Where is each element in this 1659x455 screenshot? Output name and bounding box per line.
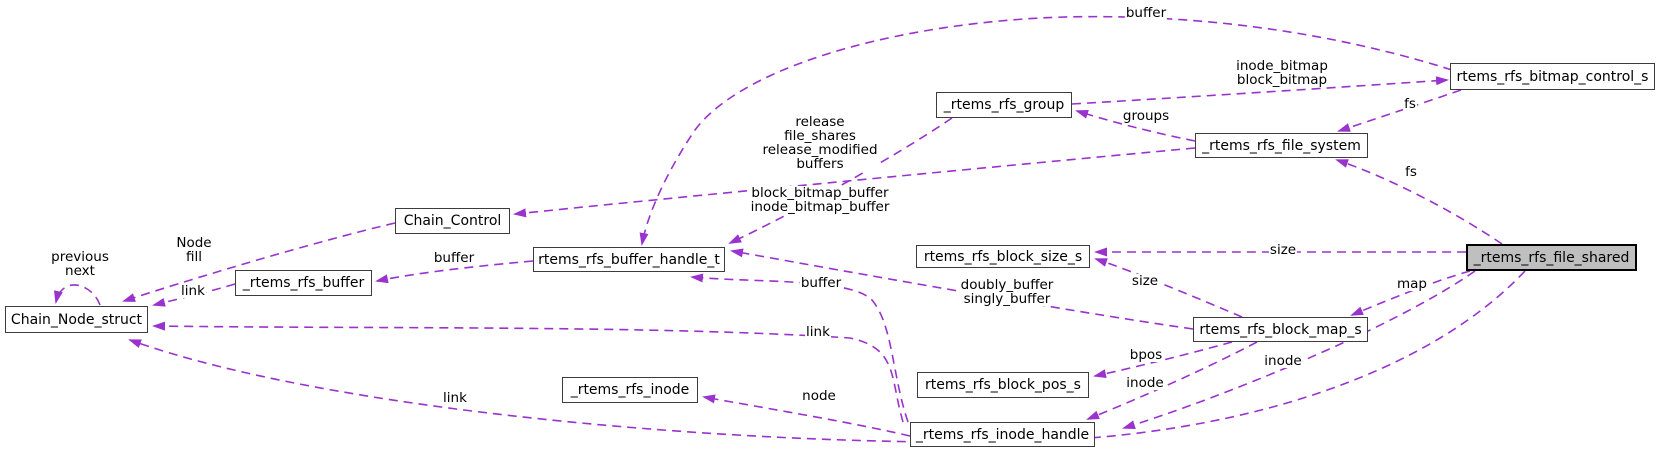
edge-block-map-buffer-handle xyxy=(730,248,1194,330)
edge-label-file-shared-block-size: size xyxy=(1268,242,1298,258)
edge-label-bitmap-control-file-system: fs xyxy=(1403,96,1417,112)
edge-block-map-inode-handle xyxy=(1086,341,1258,420)
edge-buffer-handle-rtems-rfs-buffer xyxy=(375,260,534,284)
edge-file-system-group xyxy=(1075,110,1196,142)
edge-inode-handle-buffer-handle xyxy=(690,273,909,423)
node-block-size[interactable]: rtems_rfs_block_size_s xyxy=(916,245,1090,268)
edge-label-inode-handle-buffer-handle: buffer xyxy=(799,275,843,291)
edge-block-map-block-pos xyxy=(1093,341,1233,379)
edge-label-file-system-chain-control: release file_shares release_modified buf… xyxy=(761,114,879,172)
node-group[interactable]: _rtems_rfs_group xyxy=(936,92,1072,118)
edge-label-rtems-rfs-buffer-chain-node-struct: link xyxy=(180,283,206,299)
edge-file-shared-chain-node-struct xyxy=(128,270,1526,443)
edge-label-file-system-group: groups xyxy=(1121,108,1171,124)
edge-label-buffer-handle-rtems-rfs-buffer: buffer xyxy=(432,250,476,266)
edge-label-group-bitmap-control: inode_bitmap block_bitmap xyxy=(1235,58,1329,88)
node-file-shared: _rtems_rfs_file_shared xyxy=(1466,244,1637,271)
edge-bitmap-control-file-system xyxy=(1337,89,1462,132)
node-inode-handle[interactable]: _rtems_rfs_inode_handle xyxy=(910,422,1095,447)
node-bitmap-control[interactable]: rtems_rfs_bitmap_control_s xyxy=(1450,63,1655,90)
edge-label-chain-control-chain-node-struct: Node fill xyxy=(175,235,213,265)
node-file-system[interactable]: _rtems_rfs_file_system xyxy=(1195,133,1368,158)
edge-chain-control-chain-node-struct xyxy=(122,222,396,302)
edge-label-block-map-buffer-handle: doubly_buffer singly_buffer xyxy=(959,277,1055,307)
edge-label-block-map-inode-handle: inode xyxy=(1125,375,1165,391)
node-buffer-handle[interactable]: rtems_rfs_buffer_handle_t xyxy=(533,247,725,272)
edge-label-file-shared-chain-node-struct: link xyxy=(442,390,468,406)
edge-label-bitmap-control-buffer-handle: buffer xyxy=(1124,5,1168,21)
edge-block-map-block-size xyxy=(1094,258,1243,318)
edge-label-block-map-block-size: size xyxy=(1130,273,1160,289)
node-block-map[interactable]: rtems_rfs_block_map_s xyxy=(1193,317,1368,342)
edge-chain-node-struct-chain-node-struct xyxy=(54,284,101,306)
edge-group-buffer-handle xyxy=(728,117,953,244)
edge-label-inode-handle-rtems-rfs-inode: node xyxy=(801,388,837,404)
edge-label-file-shared-file-system: fs xyxy=(1404,164,1418,180)
edge-inode-handle-rtems-rfs-inode xyxy=(702,394,911,437)
edge-label-inode-handle-chain-node-struct: link xyxy=(805,324,831,340)
node-rtems-rfs-buffer[interactable]: _rtems_rfs_buffer xyxy=(235,270,372,296)
edge-label-file-shared-block-map: map xyxy=(1396,276,1428,292)
edge-bitmap-control-buffer-handle xyxy=(639,15,1453,246)
node-rtems-rfs-inode[interactable]: _rtems_rfs_inode xyxy=(562,377,698,403)
node-chain-node-struct[interactable]: Chain_Node_struct xyxy=(5,306,148,333)
edge-label-chain-node-struct-chain-node-struct: previous next xyxy=(50,249,110,279)
edge-label-group-buffer-handle: block_bitmap_buffer inode_bitmap_buffer xyxy=(749,185,891,215)
edge-file-shared-inode-handle xyxy=(1122,270,1476,430)
edge-group-bitmap-control xyxy=(1071,76,1449,105)
node-chain-control[interactable]: Chain_Control xyxy=(395,208,510,234)
edge-file-system-chain-control xyxy=(513,147,1196,218)
edge-rtems-rfs-buffer-chain-node-struct xyxy=(152,283,236,307)
edge-inode-handle-chain-node-struct xyxy=(152,321,904,423)
edge-file-shared-file-system xyxy=(1335,159,1503,245)
edge-label-file-shared-inode-handle: inode xyxy=(1263,353,1303,369)
node-block-pos[interactable]: rtems_rfs_block_pos_s xyxy=(917,372,1089,398)
edge-file-shared-block-map xyxy=(1350,270,1471,316)
edge-label-block-map-block-pos: bpos xyxy=(1128,347,1164,363)
